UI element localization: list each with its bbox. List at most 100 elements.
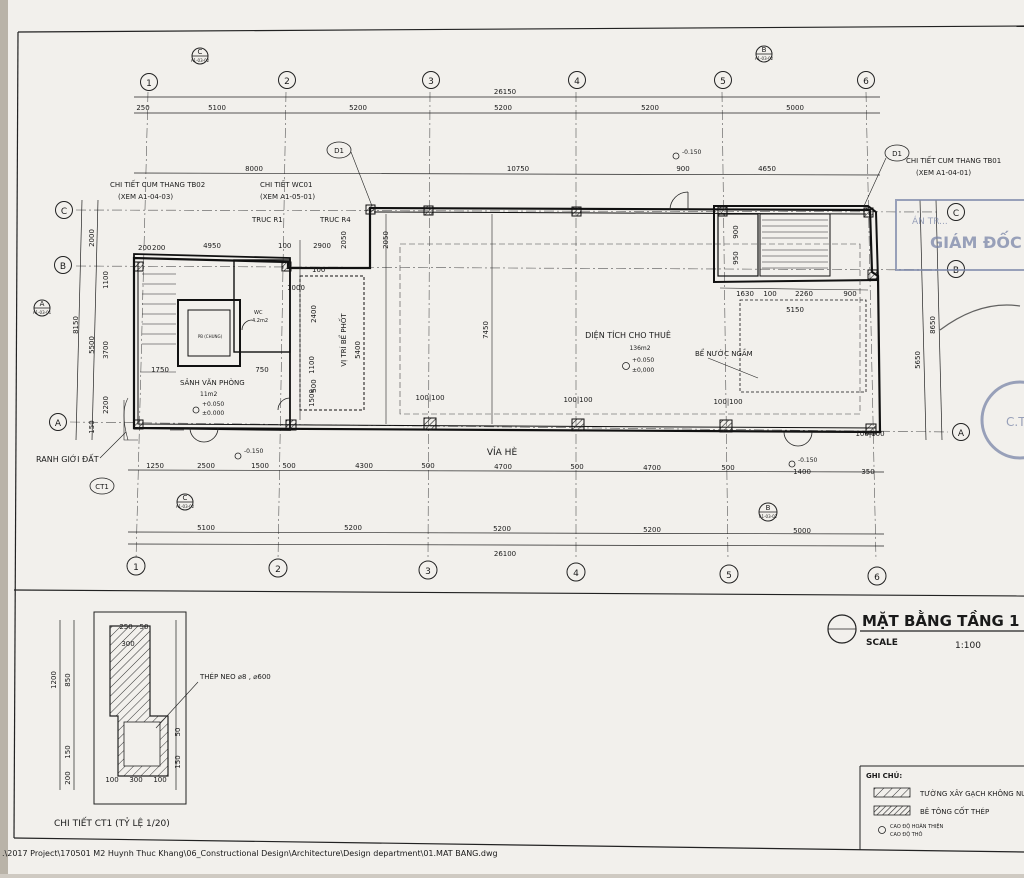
grid-label-bottom-1: 1 <box>133 563 139 573</box>
dim-int-9: 5400 <box>354 341 362 359</box>
dim-int-24: 750 <box>255 366 268 374</box>
detail-dim-1: 50 <box>140 623 149 631</box>
dim-left-6: 2200 <box>102 396 110 414</box>
underground-tank-label: BỂ NƯỚC NGẦM <box>695 348 753 358</box>
grid-bubble-bottom-5 <box>719 564 739 584</box>
rental-level-icon <box>622 362 630 370</box>
detail-outline <box>93 611 187 805</box>
column-a1 <box>133 419 144 430</box>
elevator-shaft <box>187 309 231 357</box>
dim-bottom-detail-12: 350 <box>861 468 874 476</box>
dim-left-1: 8150 <box>72 316 80 334</box>
column-b1 <box>133 261 144 272</box>
legend-header: GHI CHÚ: <box>866 771 902 780</box>
office-level-plus: +0.050 <box>202 401 224 408</box>
level-minus-icon-right <box>788 460 796 468</box>
section-marker-a-left-ref: A1-03-01 <box>33 310 52 315</box>
door-rental <box>783 431 799 447</box>
dim-int-17: 1500 <box>308 389 316 407</box>
frame-bottom <box>13 837 1024 853</box>
structural-columns <box>133 204 878 435</box>
dim-bottom-detail-9: 4700 <box>643 464 661 472</box>
dim-int-28: 100|100 <box>855 430 884 438</box>
dim-top-second-4: 4650 <box>758 165 776 173</box>
column-c3 <box>423 205 434 216</box>
grid-label-top-6: 6 <box>863 77 869 87</box>
dim-int-22: 500 <box>310 379 318 392</box>
stair-tb01-box <box>717 213 759 277</box>
detail-wc01-ref: (XEM A1-05-01) <box>260 193 315 201</box>
grid-label-bottom-3: 3 <box>425 567 431 577</box>
drawing-title: MẶT BẰNG TẦNG 1 <box>862 609 1020 630</box>
detail-dim-5: 150 <box>64 745 72 758</box>
rental-area-outline <box>399 243 861 415</box>
elevator-label: PB (CHUNG) <box>198 334 223 339</box>
dim-top-end: 250 <box>136 104 149 112</box>
underground-tank-outline <box>739 299 867 393</box>
dim-bottom-overall: 26100 <box>494 550 516 558</box>
door-top <box>669 191 689 211</box>
dim-int-4: 2900 <box>313 242 331 250</box>
grid-label-row-c-right: C <box>953 209 959 219</box>
detail-ct1: 1200 850 150 200 250 50 300 100 300 100 … <box>50 611 271 829</box>
frame-top <box>17 25 1024 33</box>
truc-r1-label: TRUC R1 <box>251 216 283 224</box>
office-level-zero: ±0.000 <box>202 410 224 417</box>
stair-tb01-flight <box>759 213 831 277</box>
dim-top-second-1: 8000 <box>245 165 263 173</box>
rental-area-label: DIỆN TÍCH CHO THUÊ <box>585 329 671 341</box>
d1-left-label: D1 <box>334 147 344 155</box>
section-marker-c-bottom-ref: A1-03-02 <box>176 504 195 509</box>
dim-bottom-detail-7: 4700 <box>494 463 512 471</box>
wc-label: WC <box>254 310 263 316</box>
column-a2 <box>285 419 297 431</box>
grid-label-row-c-left: C <box>61 207 67 217</box>
dim-bottom-detail-5: 4300 <box>355 462 373 470</box>
scale-value: 1:100 <box>955 641 981 651</box>
grid-label-row-a-right: A <box>958 429 965 439</box>
dim-top-second-3: 900 <box>676 165 689 173</box>
grid-bubble-top-1 <box>140 73 158 91</box>
interior-dimensions: 200 200 4950 2900 1000 100 100 2050 5400… <box>138 225 885 438</box>
grid-bubble-top-3 <box>422 71 440 89</box>
side-dimensions: 8150 2000 1100 5500 3700 2200 150 8650 5… <box>72 229 937 434</box>
section-markers: C A1-03-02 B A1-03-02 A A1-03-01 C A1-03… <box>33 45 778 522</box>
dim-int-19: 2400 <box>310 305 318 323</box>
section-marker-c-top-label: C <box>198 48 203 56</box>
septic-area <box>299 275 365 411</box>
dim-int-6: 100 <box>278 242 291 250</box>
dim-int-20: 900 <box>732 225 740 238</box>
dim-top-bay-2: 5200 <box>349 104 367 112</box>
grid-label-bottom-4: 4 <box>573 569 579 579</box>
level-minus-icon-top <box>672 152 680 160</box>
door-wc <box>241 319 253 331</box>
d1-right-bubble <box>884 144 910 162</box>
dim-int-5: 1000 <box>287 284 305 292</box>
top-dimensions: 26150 5100 5200 5200 5200 5000 250 8000 … <box>136 88 804 173</box>
column-a5 <box>719 419 733 433</box>
dim-int-7: 100 <box>312 266 325 274</box>
signature <box>939 304 1021 331</box>
grid-bubbles-bottom: 1 2 3 4 5 6 <box>126 556 887 586</box>
truc-r4-label: TRUC R4 <box>319 216 351 224</box>
legend: GHI CHÚ: TƯỜNG XÂY GẠCH KHÔNG NUN BÊ TÔN… <box>866 771 1024 838</box>
level-minus-icon-left <box>234 452 242 460</box>
dim-int-26: 100|100 <box>563 396 592 404</box>
detail-dim-3: 850 <box>64 673 72 686</box>
grid-bubble-top-5 <box>714 71 732 89</box>
detail-dim-2: 300 <box>121 640 134 648</box>
rental-level-plus: +0.050 <box>632 357 654 364</box>
sidewalk-label: VỈA HÈ <box>487 446 518 458</box>
detail-tb02-label: CHI TIẾT CUM THANG TB02 <box>110 179 205 189</box>
detail-title: CHI TIẾT CT1 (TỶ LỆ 1/20) <box>54 817 170 829</box>
column-a4 <box>571 418 585 432</box>
legend-level-icon <box>878 826 886 834</box>
wc-room <box>233 259 291 353</box>
title-block: MẶT BẰNG TẦNG 1 SCALE 1:100 <box>827 609 1024 651</box>
dim-left-5: 3700 <box>102 341 110 359</box>
dim-bottom-detail-10: 500 <box>721 464 734 472</box>
stamp-text-2: ÁN TR... <box>912 215 948 227</box>
stamp-circle <box>980 380 1024 460</box>
doors <box>189 191 813 447</box>
